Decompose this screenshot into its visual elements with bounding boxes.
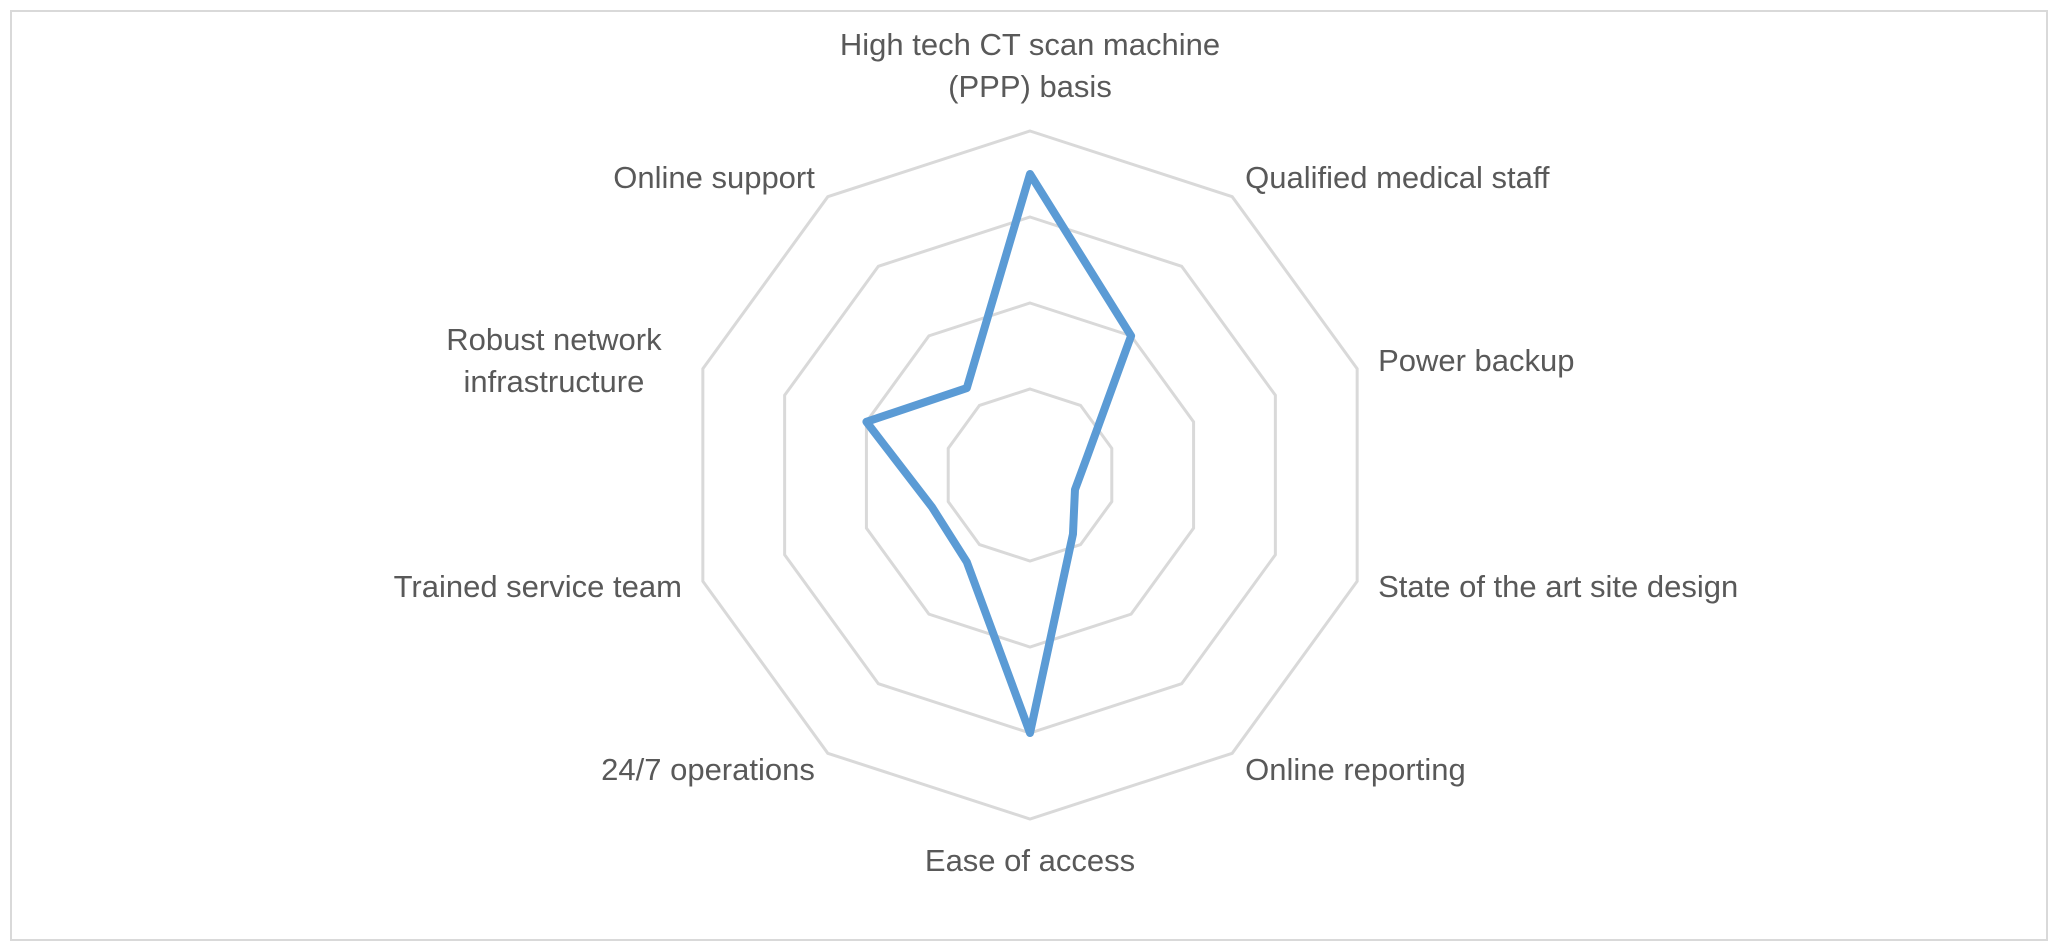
axis-label: Robust network xyxy=(446,322,662,357)
axis-label: Ease of access xyxy=(925,843,1135,878)
axis-label: Online reporting xyxy=(1245,752,1466,787)
axis-label: Qualified medical staff xyxy=(1245,160,1550,195)
axis-label: Online support xyxy=(613,160,815,195)
chart-frame xyxy=(10,10,2048,941)
axis-label: Power backup xyxy=(1378,343,1574,378)
axis-label: infrastructure xyxy=(463,364,644,399)
grid-ring-1 xyxy=(946,387,1114,563)
axis-label: 24/7 operations xyxy=(601,752,815,787)
grid-ring-4 xyxy=(701,129,1359,821)
axis-label: State of the art site design xyxy=(1378,569,1738,604)
grid-ring-3 xyxy=(783,215,1277,735)
axis-label: (PPP) basis xyxy=(948,69,1112,104)
axis-label: High tech CT scan machine xyxy=(840,27,1220,62)
axis-label: Trained service team xyxy=(394,569,682,604)
grid-ring-2 xyxy=(864,301,1196,649)
